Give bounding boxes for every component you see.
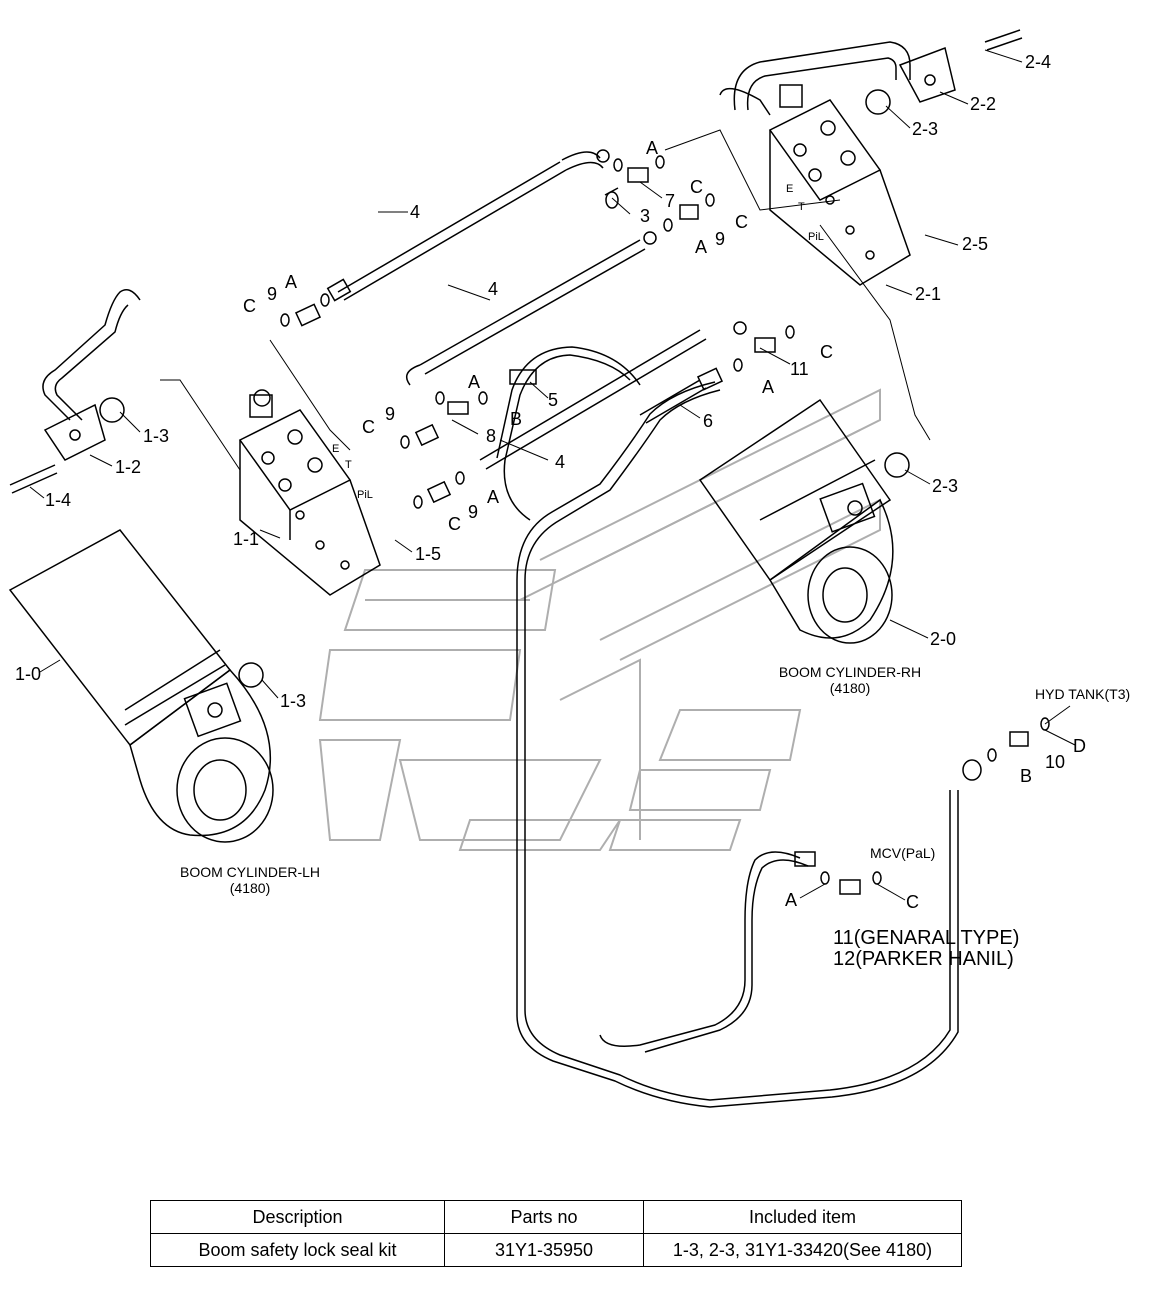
- callout-1-4: 1-4: [45, 490, 71, 510]
- port-PiL-2: PiL: [808, 231, 824, 243]
- caption-boom-cylinder-lh-ref: (4180): [230, 880, 270, 896]
- port-A-1: A: [646, 138, 658, 158]
- callout-9-c: 9: [468, 502, 478, 522]
- port-C-5: C: [362, 417, 375, 437]
- callout-8: 8: [486, 426, 496, 446]
- port-A-5: A: [695, 237, 707, 257]
- hose-routing: [496, 346, 959, 1108]
- leader-lines: [29, 49, 1076, 901]
- cell-parts-no: 31Y1-35950: [444, 1233, 644, 1267]
- port-C-4: C: [820, 342, 833, 362]
- cell-included-item: 1-3, 2-3, 31Y1-33420(See 4180): [643, 1233, 962, 1267]
- port-A-7: A: [785, 890, 797, 910]
- callout-1-5: 1-5: [415, 544, 441, 564]
- header-parts-no: Parts no: [444, 1200, 644, 1234]
- callout-10: 10: [1045, 752, 1065, 772]
- callout-4-lower: 4: [555, 452, 565, 472]
- callout-4-middle: 4: [488, 279, 498, 299]
- hose-5-6: [509, 367, 724, 424]
- callout-2-3-b: 2-3: [932, 476, 958, 496]
- callout-2-2: 2-2: [970, 94, 996, 114]
- watermark-logo: [318, 388, 881, 851]
- callout-2-1: 2-1: [915, 284, 941, 304]
- caption-parker-type: 12(PARKER HANIL): [833, 948, 1014, 970]
- boom-cylinder-rh: [698, 398, 894, 644]
- port-B-2: B: [1020, 766, 1032, 786]
- port-C-7: C: [906, 892, 919, 912]
- exploded-diagram: 2-4 2-2 2-3 2-5 2-1 2-3 2-0 1-3 1-2 1-4 …: [8, 29, 1130, 1108]
- valve-block-2-1: [768, 84, 911, 286]
- pipe-flange-2-2: [719, 29, 1023, 116]
- hose-4-lower: [479, 321, 747, 470]
- callout-1-1: 1-1: [233, 529, 259, 549]
- table-row: Boom safety lock seal kit 31Y1-35950 1-3…: [150, 1233, 962, 1267]
- port-A-3: A: [468, 372, 480, 392]
- port-A-2: A: [285, 272, 297, 292]
- port-T-1: T: [345, 459, 352, 471]
- callout-2-3: 2-3: [912, 119, 938, 139]
- valve-block-1-1: [238, 389, 381, 596]
- table-header-row: Description Parts no Included item: [150, 1200, 962, 1234]
- port-E-2: E: [786, 183, 793, 195]
- port-C-1: C: [690, 177, 703, 197]
- fittings: [280, 155, 1050, 895]
- callout-2-4: 2-4: [1025, 52, 1051, 72]
- port-B-1: B: [510, 409, 522, 429]
- hose-4-middle: [405, 231, 657, 386]
- seal-kit-table: Description Parts no Included item Boom …: [150, 1200, 962, 1267]
- port-PiL-1: PiL: [357, 489, 373, 501]
- port-A-6: A: [762, 377, 774, 397]
- boom-cylinder-lh: [8, 529, 274, 843]
- port-A-4: A: [487, 487, 499, 507]
- caption-boom-cylinder-lh: BOOM CYLINDER-LH: [180, 864, 320, 880]
- hose-4-upper: [326, 149, 610, 302]
- callout-1-3-b: 1-3: [280, 691, 306, 711]
- cell-description: Boom safety lock seal kit: [150, 1233, 445, 1267]
- caption-mcv: MCV(PaL): [870, 845, 935, 861]
- callout-1-2: 1-2: [115, 457, 141, 477]
- o-rings: [238, 452, 910, 688]
- port-D-1: D: [1073, 736, 1086, 756]
- callout-9-b: 9: [385, 404, 395, 424]
- header-included-item: Included item: [643, 1200, 962, 1234]
- callout-11: 11: [790, 359, 809, 379]
- callout-2-0: 2-0: [930, 629, 956, 649]
- callout-2-5: 2-5: [962, 234, 988, 254]
- caption-boom-cylinder-rh: BOOM CYLINDER-RH: [779, 664, 921, 680]
- port-C-3: C: [735, 212, 748, 232]
- callout-labels: 2-4 2-2 2-3 2-5 2-1 2-3 2-0 1-3 1-2 1-4 …: [15, 52, 1086, 912]
- callout-1-3: 1-3: [143, 426, 169, 446]
- callout-9-d: 9: [715, 229, 725, 249]
- pipe-flange-1-2: [9, 289, 141, 494]
- callout-5: 5: [548, 390, 558, 410]
- callout-9-a: 9: [267, 284, 277, 304]
- callout-7: 7: [665, 191, 675, 211]
- header-description: Description: [150, 1200, 445, 1234]
- port-E-1: E: [332, 443, 339, 455]
- callout-1-0: 1-0: [15, 664, 41, 684]
- port-C-6: C: [448, 514, 461, 534]
- port-T-2: T: [798, 201, 805, 213]
- callout-4-upper: 4: [410, 202, 420, 222]
- caption-boom-cylinder-rh-ref: (4180): [830, 680, 870, 696]
- caption-hyd-tank: HYD TANK(T3): [1035, 686, 1130, 702]
- caption-general-type: 11(GENARAL TYPE): [833, 927, 1019, 949]
- port-C-2: C: [243, 296, 256, 316]
- captions: BOOM CYLINDER-RH (4180) BOOM CYLINDER-LH…: [180, 664, 1130, 970]
- callout-6: 6: [703, 411, 713, 431]
- callout-3: 3: [640, 206, 650, 226]
